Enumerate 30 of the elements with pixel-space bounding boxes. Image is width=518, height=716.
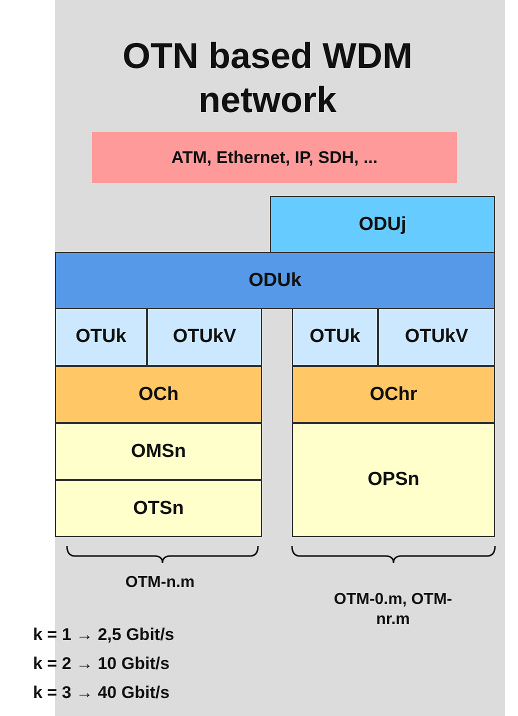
layer-block — [147, 308, 262, 366]
layer-block — [55, 308, 147, 366]
note: k = 3 → 40 Gbit/s — [33, 683, 171, 703]
layer-block — [55, 366, 262, 423]
layer-name: ATM, Ethernet, IP, SDH, ... — [171, 148, 378, 168]
layer-block — [55, 480, 262, 537]
layer-block — [292, 423, 495, 537]
layer-name: OTUkV — [404, 326, 468, 348]
layer-block — [55, 423, 262, 480]
bracket-label: OTM-0.m, OTM-nr.m — [332, 590, 454, 630]
layer-block — [270, 196, 495, 253]
layer-name: OTUk — [310, 326, 360, 348]
layer-name: OPSn — [368, 469, 420, 491]
layer-name: OTUk — [76, 326, 126, 348]
bracket-label: OTM-n.m — [124, 574, 196, 592]
layer-name: ODUj — [358, 214, 406, 236]
layer-block — [292, 308, 378, 366]
note: k = 1 → 2,5 Gbit/s — [33, 625, 176, 645]
layer-name: OChr — [370, 384, 418, 406]
layer-block — [378, 308, 495, 366]
layer-block — [55, 252, 495, 309]
title: OTN based WDM network — [121, 34, 414, 122]
layer-name: OMSn — [131, 440, 186, 462]
layer-name: OTSn — [133, 498, 184, 520]
layer-name: ODUk — [248, 270, 302, 292]
layer-name: OCh — [138, 384, 179, 406]
protocol-layer-bar — [92, 132, 457, 183]
layer-name: OTUkV — [172, 326, 236, 348]
layer-block — [292, 366, 495, 423]
note: k = 2 → 10 Gbit/s — [33, 654, 171, 674]
